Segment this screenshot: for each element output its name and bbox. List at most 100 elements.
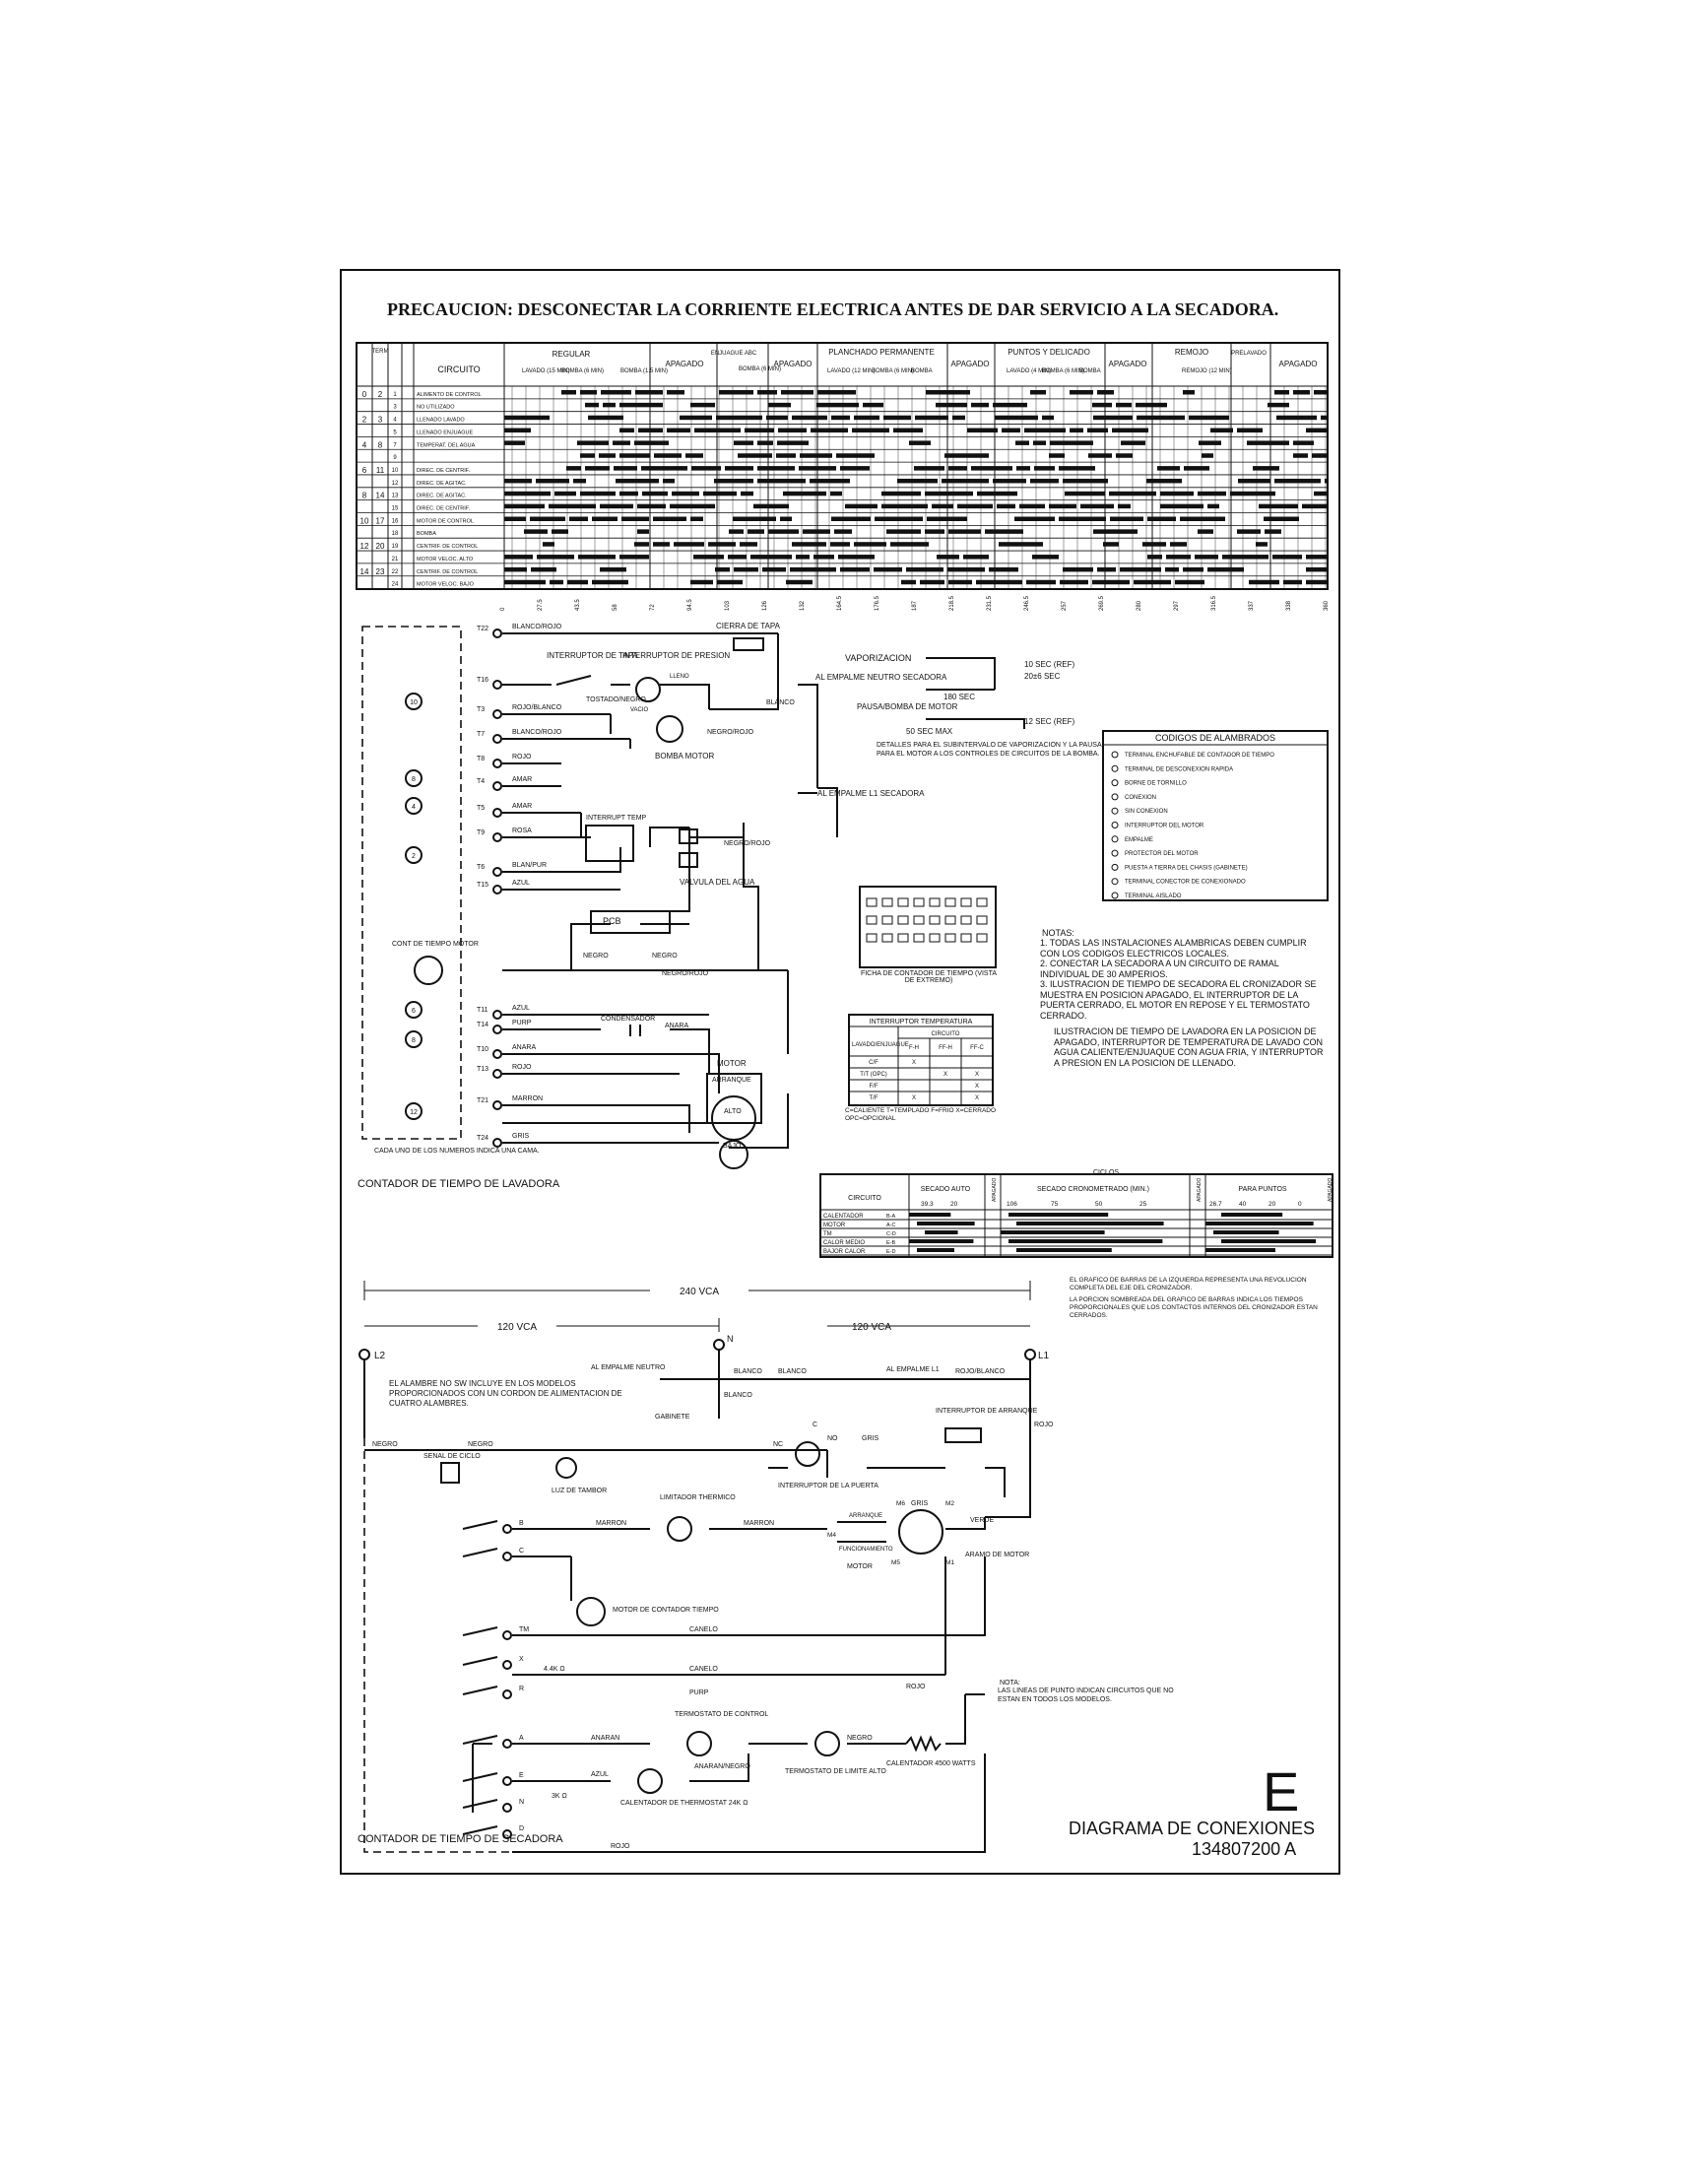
cycle-delicate: PUNTOS Y DELICADO: [1008, 348, 1090, 357]
temp-table-sub: FF-C: [970, 1045, 984, 1051]
dryer-terminal-dot: [502, 1829, 512, 1839]
cam-bar: [599, 453, 616, 458]
dotted-note-text: LAS LINEAS DE PUNTO INDICAN CIRCUITOS QU…: [998, 1688, 1174, 1703]
washer-terminal-dot: [492, 1025, 502, 1034]
cam-bar: [719, 390, 753, 395]
motor-low-label: BAJO: [723, 1143, 742, 1150]
cam-bar: [569, 516, 588, 521]
cam-bar: [1146, 478, 1182, 484]
cam-bar: [854, 415, 879, 421]
cam-number: 10: [410, 699, 418, 706]
cam-bar: [813, 555, 834, 560]
temperature-table: INTERRUPTOR TEMPERATURA LAVADO/ENJUAGUE …: [845, 1014, 996, 1122]
negro-label-d1: NEGRO: [372, 1441, 398, 1448]
washer-wire-labels: BLANCO/ROJOROJO/BLANCOBLANCO/ROJOROJOAMA…: [512, 624, 562, 1140]
legend-item: TERMINAL DE DESCONEXION RAPIDA: [1125, 766, 1233, 772]
cam-bar: [637, 503, 666, 509]
cam-bar: [619, 491, 638, 496]
cam-bar: [537, 555, 574, 560]
legend-symbol: [1111, 849, 1119, 857]
legend-symbol: [1111, 751, 1119, 759]
pressure-empty-label: VACIO: [630, 707, 649, 713]
washer-wire-label: PURP: [512, 1020, 532, 1026]
chart-row-term: 22: [392, 569, 399, 575]
washer-terminal: T11: [477, 1007, 488, 1014]
cam-bar: [1183, 390, 1195, 395]
cam-bar: [619, 453, 650, 458]
cam-bar: [1110, 516, 1143, 521]
legend-item: TERMINAL CONECTOR DE CONEXIONADO: [1125, 880, 1246, 886]
cam-bar: [738, 453, 772, 458]
cam-bar: [708, 542, 736, 547]
temp-table-mark: X: [943, 1072, 947, 1078]
plug-pin: [929, 915, 941, 925]
washer-wire-label: BLANCO/ROJO: [512, 624, 562, 630]
nc-label: NC: [773, 1441, 783, 1448]
cam-bar: [703, 491, 737, 496]
degree-mark: 72: [650, 604, 656, 611]
cam-bar: [745, 428, 774, 433]
cam-bar: [637, 529, 649, 534]
blanco-label-2: BLANCO: [778, 1368, 807, 1375]
cam-circle: [405, 1030, 423, 1048]
motor-terminal: M6: [896, 1500, 905, 1507]
dryer-timer-chart: CICLOS CIRCUITO SECADO AUTO SECADO CRONO…: [819, 1169, 1333, 1258]
cam-bar: [1321, 415, 1328, 421]
dryer-timed-value: 106: [1007, 1201, 1017, 1208]
t12-label: 12 SEC (REF): [1024, 717, 1074, 726]
cam-bar: [1199, 440, 1221, 445]
cam-bar: [830, 542, 850, 547]
cam-bar: [1237, 529, 1261, 534]
cam-bar: [920, 579, 944, 585]
cam-bar: [667, 390, 684, 395]
cam-bar: [952, 415, 965, 421]
cam-bar: [999, 542, 1043, 547]
cam-bar: [1121, 440, 1145, 445]
cam-bar: [906, 566, 943, 572]
rojo-label-d: ROJO: [1034, 1422, 1054, 1428]
cam-number: 2: [412, 853, 416, 860]
cycle-pp-pump2: BOMBA: [911, 368, 933, 374]
cam-bar: [674, 542, 704, 547]
chart-row-a: 14: [360, 567, 369, 576]
cam-bar: [766, 415, 788, 421]
cam-bar: [690, 402, 715, 408]
motor-terminal: M2: [945, 1500, 954, 1507]
plug-pin: [944, 915, 956, 925]
washer-terminal: T22: [477, 626, 488, 632]
cam-bar: [504, 566, 527, 572]
legend-item: PROTECTOR DEL MOTOR: [1125, 851, 1199, 857]
cam-bar: [1160, 491, 1194, 496]
vaporization-label: VAPORIZACION: [845, 653, 911, 663]
legend-symbol: [1111, 764, 1119, 772]
lid-switch-label: INTERRUPTOR DE TAPA: [547, 651, 638, 660]
cam-bar: [1034, 466, 1055, 471]
dryer-terminal: C: [519, 1548, 524, 1555]
cam-bar: [1059, 466, 1095, 471]
cam-bar: [1080, 503, 1114, 509]
chart-row-b: 14: [376, 492, 385, 500]
cam-bar: [1259, 503, 1298, 509]
cam-bar: [567, 579, 588, 585]
degree-mark: 360: [1324, 600, 1330, 611]
cam-bar: [691, 466, 721, 471]
cam-bar: [638, 428, 663, 433]
plug-pin: [960, 933, 972, 943]
cam-bar: [1032, 555, 1059, 560]
dryer-contact: [462, 1799, 498, 1809]
cycle-soak-phase: REMOJO (12 MIN): [1182, 368, 1232, 374]
dryer-press-value: 20: [1268, 1201, 1276, 1208]
cycle-rinse: ENJUAGUE ABC: [711, 351, 757, 357]
cam-bar: [1049, 503, 1076, 509]
cam-bar: [1142, 542, 1166, 547]
legend-item: SIN CONEXION: [1125, 809, 1168, 815]
chart-row-circuit: BOMBA: [417, 531, 436, 537]
degree-mark: 176.5: [875, 595, 880, 611]
dryer-press-value: 26.7: [1209, 1201, 1222, 1208]
cam-bar: [1175, 579, 1204, 585]
lid-lock: CIERRA DE TAPA: [716, 622, 781, 651]
